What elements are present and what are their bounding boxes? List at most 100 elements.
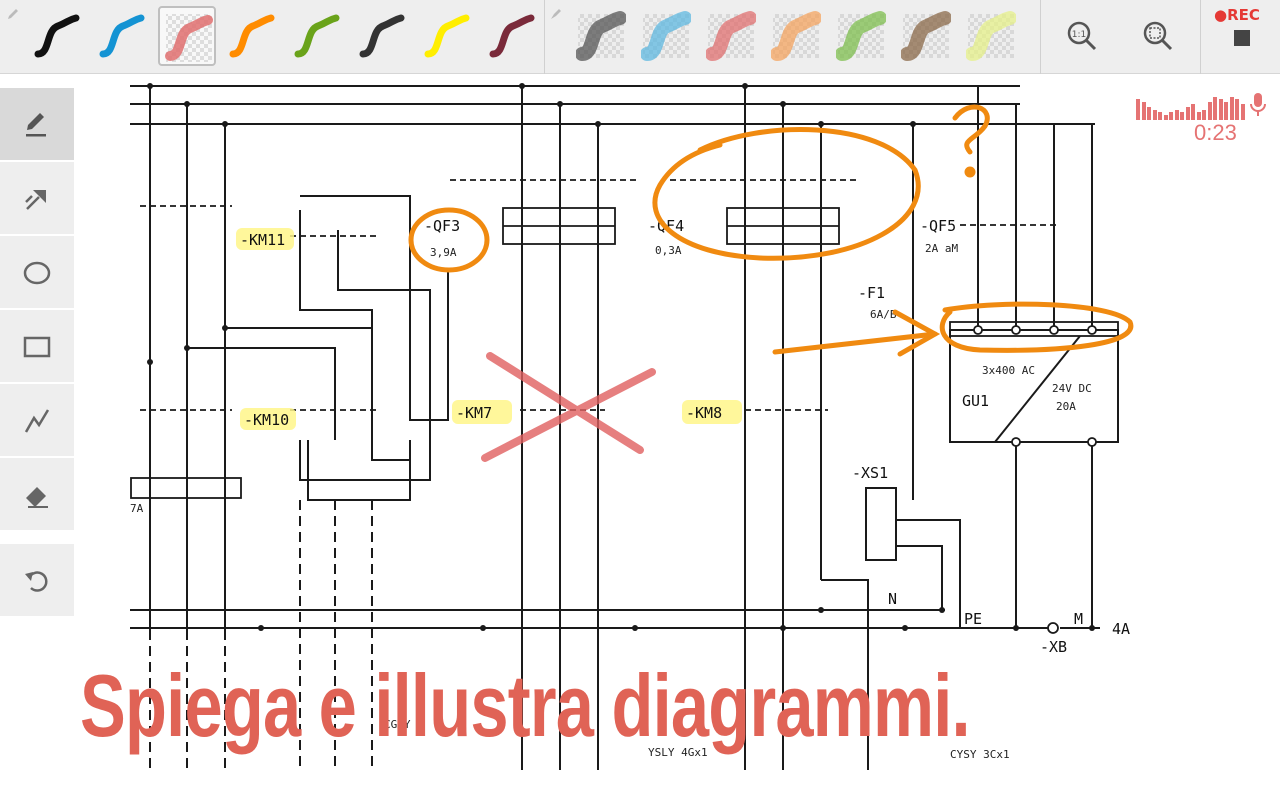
stroke-swatch-icon [165,14,213,62]
audio-level-bar [1235,99,1239,120]
audio-level-bar [1213,97,1217,120]
arrow-tool-button[interactable] [0,162,74,234]
pen-color-button[interactable] [93,6,151,66]
highlighter-swatch-icon [836,11,886,61]
highlighter-swatch-icon [576,11,626,61]
pen-color-button[interactable] [158,6,216,66]
eraser-tool-button[interactable] [0,458,74,530]
electrical-schematic: -KM11 -KM10 -KM7 -KM8 -QF3 3,9A -QF4 0,3… [130,83,1134,770]
highlighter-swatch-icon [901,11,951,61]
highlighter-color-button[interactable] [572,6,630,66]
label-xs1: -XS1 [852,464,888,482]
label-qf4-rating: 0,3A [655,244,682,257]
audio-level-meter [1136,92,1266,120]
label-cable-1: CGSY [384,718,411,731]
pen-color-button[interactable] [288,6,346,66]
label-gu1-input: 3x400 AC [982,364,1035,377]
pen-color-button[interactable] [28,6,86,66]
drawing-canvas[interactable]: -KM11 -KM10 -KM7 -KM8 -QF3 3,9A -QF4 0,3… [74,74,1280,800]
label-qf3: -QF3 [424,217,460,235]
label-km8: -KM8 [686,404,722,422]
zoom-fit-button[interactable] [1140,18,1180,58]
audio-level-bar [1240,104,1245,120]
label-gu1: GU1 [962,392,989,410]
rec-label: ●REC [1214,6,1260,24]
audio-level-bar [1174,110,1179,120]
label-qf3-rating: 3,9A [430,246,457,259]
video-caption: Spiega e illustra diagrammi. [80,656,971,755]
audio-level-bar [1169,112,1173,120]
audio-level-bar [1141,102,1146,120]
label-gu1-output-v: 24V DC [1052,382,1092,395]
highlighter-swatch-icon [706,11,756,61]
highlighter-color-button[interactable] [767,6,825,66]
label-f1-rating: 6A/B [870,308,897,321]
rectangle-tool-button[interactable] [0,310,74,382]
highlighter-color-button[interactable] [702,6,760,66]
label-qf5-rating: 2A aM [925,242,958,255]
eraser-icon [26,487,48,508]
label-m: M [1074,610,1083,628]
label-fuse-7a: 7A [130,502,144,515]
highlighter-swatch-icon [966,11,1016,61]
audio-level-bar [1224,102,1228,120]
stroke-swatch-icon [359,14,405,58]
audio-level-bar [1158,112,1162,120]
stroke-swatch-icon [294,14,340,58]
undo-icon [25,571,48,592]
label-km11: -KM11 [240,231,285,249]
highlighter-color-button[interactable] [637,6,695,66]
audio-level-bar [1185,107,1190,120]
arrow-icon [25,190,46,210]
highlighter-swatch-icon [641,11,691,61]
audio-level-bar [1229,97,1234,120]
zigzag-line-icon [24,409,50,433]
recording-timer: 0:23 [1194,120,1237,145]
rectangle-icon [23,336,51,358]
label-cable-3: CYSY 3Cx1 [950,748,1010,761]
highlighter-color-button[interactable] [832,6,890,66]
highlighter-color-button[interactable] [897,6,955,66]
stroke-swatch-icon [34,14,80,58]
audio-level-bar [1180,112,1184,120]
audio-level-bar [1152,110,1157,120]
label-n: N [888,590,897,608]
label-4a: 4A [1112,620,1130,638]
zoom-actual-size-button[interactable]: 1:1 [1064,18,1104,58]
stop-icon[interactable] [1234,30,1250,46]
pen-tool-button[interactable] [0,88,74,160]
audio-level-bar [1207,102,1212,120]
stroke-swatch-icon [99,14,145,58]
pen-color-button[interactable] [223,6,281,66]
ellipse-icon [23,261,51,285]
highlighter-color-button[interactable] [962,6,1020,66]
pen-color-button[interactable] [483,6,541,66]
audio-level-bar [1191,104,1195,120]
pen-color-button[interactable] [418,6,476,66]
zoom-actual-icon: 1:1 [1067,21,1097,51]
pen-toolbar: 1:1 ●REC [0,0,1280,74]
freeline-tool-button[interactable] [0,384,74,456]
label-km10: -KM10 [244,411,289,429]
audio-level-bar [1202,110,1206,120]
ellipse-tool-button[interactable] [0,236,74,308]
pen-color-button[interactable] [353,6,411,66]
undo-button[interactable] [0,544,74,616]
zoom-fit-icon [1143,21,1173,51]
label-km7: -KM7 [456,404,492,422]
svg-text:1:1: 1:1 [1072,30,1086,40]
audio-level-bar [1163,115,1168,120]
pen-icon [26,113,46,137]
label-qf5: -QF5 [920,217,956,235]
microphone-icon [1250,92,1266,122]
label-gu1-output-a: 20A [1056,400,1076,413]
label-pe: PE [964,610,982,628]
record-control[interactable]: ●REC [1200,0,1280,74]
audio-level-bar [1147,107,1151,120]
highlighter-group-icon [548,6,564,26]
stroke-swatch-icon [229,14,275,58]
highlighter-swatch-icon [771,11,821,61]
label-xb: -XB [1040,638,1067,656]
label-f1: -F1 [858,284,885,302]
pencil-group-icon [6,6,20,25]
